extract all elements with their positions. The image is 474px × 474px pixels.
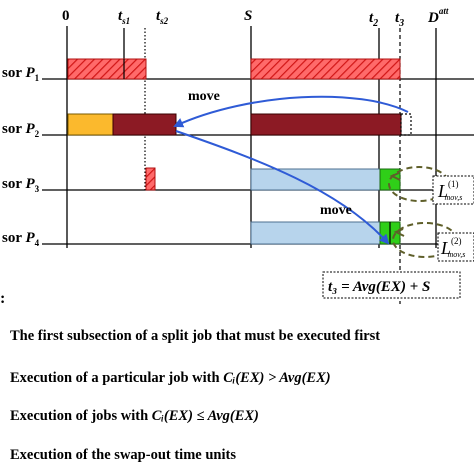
move-label-bottom: move — [320, 203, 352, 218]
time-label-s: S — [244, 8, 252, 24]
formula-text: t₃ = Avg(EX) + S — [328, 279, 430, 295]
time-label-t3: t3 — [395, 10, 404, 29]
p2-particular-job — [112, 113, 177, 136]
callout-box-2 — [437, 232, 474, 262]
p3-light-job — [250, 168, 381, 191]
formula-box — [322, 271, 461, 299]
p2-particular-job-2 — [250, 113, 402, 136]
legend-item-jobs-below-avg: Execution of jobs with Cᵢ(EX) ≤ Avg(EX) — [10, 408, 259, 424]
move-arrow-top — [173, 95, 409, 128]
p1-hatched-job-2 — [250, 58, 401, 80]
time-label-t2: t2 — [369, 10, 378, 29]
processor-label-p4: sor P4 — [2, 230, 40, 248]
processor-label-p1: sor P1 — [2, 65, 40, 83]
time-label-zero: 0 — [62, 8, 70, 24]
p2-first-subsection — [67, 113, 114, 136]
legend-item-particular-job: Execution of a particular job with Cᵢ(EX… — [10, 370, 331, 386]
callout-box-1 — [432, 175, 474, 205]
legend-item-first-subsection: The first subsection of a split job that… — [10, 328, 381, 344]
time-label-deadline: Datt — [427, 6, 449, 26]
p3-hatched-small — [145, 167, 156, 191]
p1-hatched-job-1 — [67, 58, 147, 80]
p4-light-job — [250, 221, 381, 245]
legend-colon: : — [0, 290, 6, 307]
legend-item-swap-out: Execution of the swap-out time units — [10, 447, 236, 463]
move-arrow-bottom — [175, 130, 390, 245]
callout-text-2: L(2)mov,s — [440, 236, 465, 259]
time-label-ts1: ts1 — [118, 8, 130, 26]
time-label-ts2: ts2 — [156, 8, 169, 26]
move-label-top: move — [188, 89, 220, 104]
processor-label-p3: sor P3 — [2, 176, 40, 194]
processor-label-p2: sor P2 — [2, 121, 40, 139]
p2-swap-out-dotted — [400, 113, 412, 136]
callout-text-1: L(1)mov,s — [437, 179, 462, 202]
